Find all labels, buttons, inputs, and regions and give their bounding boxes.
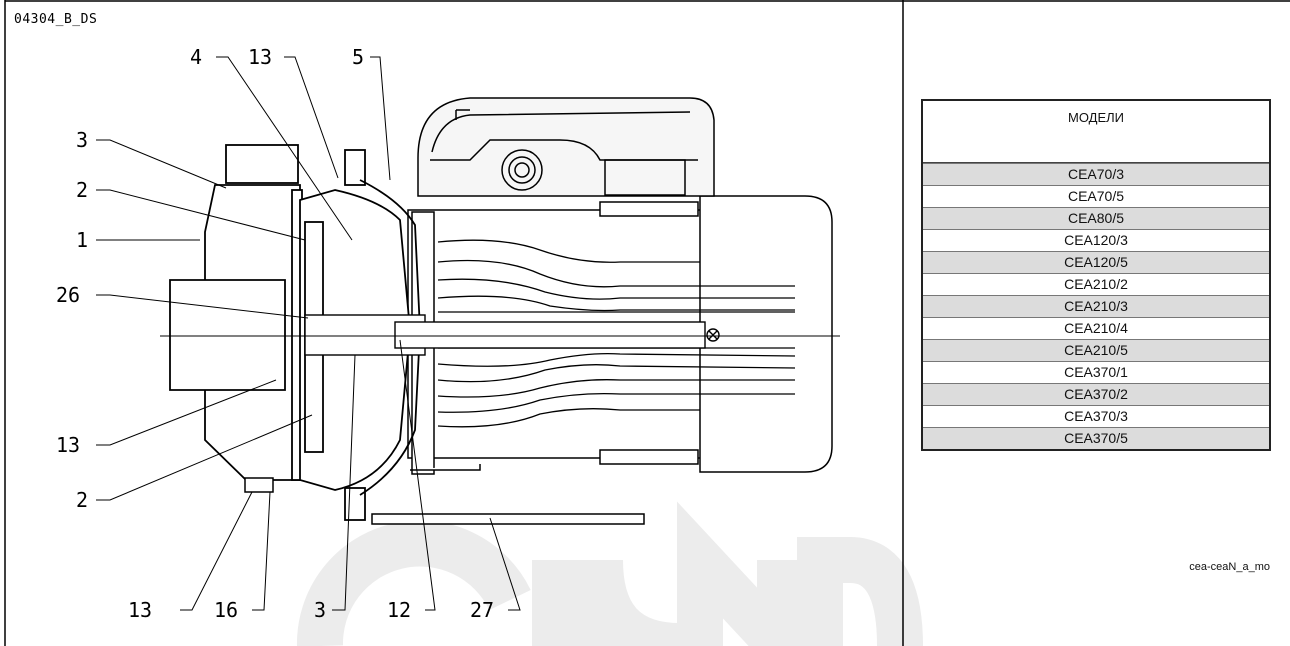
drawing-code: 04304_B_DS	[14, 12, 98, 27]
callout-label: 12	[387, 598, 411, 622]
callout-label: 13	[128, 598, 152, 622]
base-plate	[244, 464, 645, 525]
callout-label: 27	[470, 598, 494, 622]
terminal-box	[430, 109, 698, 196]
model-row: CEA210/5	[923, 339, 1269, 361]
model-row: CEA210/3	[923, 295, 1269, 317]
callout-labels: 4 13 5 3 2 1 26 13 2 13 16 3 12 27	[56, 45, 494, 622]
callout-label: 4	[190, 45, 202, 69]
callout-label: 3	[76, 128, 88, 152]
shaft	[160, 314, 840, 356]
model-row: CEA120/5	[923, 251, 1269, 273]
leader-lines	[96, 56, 521, 611]
model-row: CEA210/4	[923, 317, 1269, 339]
callout-label: 13	[56, 433, 80, 457]
model-row: CEA370/2	[923, 383, 1269, 405]
model-row: CEA370/3	[923, 405, 1269, 427]
model-row: CEA210/2	[923, 273, 1269, 295]
model-row: CEA80/5	[923, 207, 1269, 229]
callout-label: 3	[314, 598, 326, 622]
watermark-logo	[296, 501, 923, 646]
callout-label: 2	[76, 488, 88, 512]
models-table-header: МОДЕЛИ	[923, 101, 1269, 163]
callout-label: 13	[248, 45, 272, 69]
model-row: CEA120/3	[923, 229, 1269, 251]
callout-label: 16	[214, 598, 238, 622]
models-table: МОДЕЛИ CEA70/3 CEA70/5 CEA80/5 CEA120/3 …	[921, 99, 1271, 451]
callout-label: 5	[352, 45, 364, 69]
model-row: CEA70/3	[923, 163, 1269, 185]
panel-frame	[4, 0, 1290, 646]
model-row: CEA70/5	[923, 185, 1269, 207]
callout-label: 2	[76, 178, 88, 202]
table-reference-code: cea-ceaN_a_mo	[1189, 561, 1270, 573]
model-row: CEA370/5	[923, 427, 1269, 449]
callout-label: 1	[76, 228, 88, 252]
model-row: CEA370/1	[923, 361, 1269, 383]
callout-label: 26	[56, 283, 80, 307]
